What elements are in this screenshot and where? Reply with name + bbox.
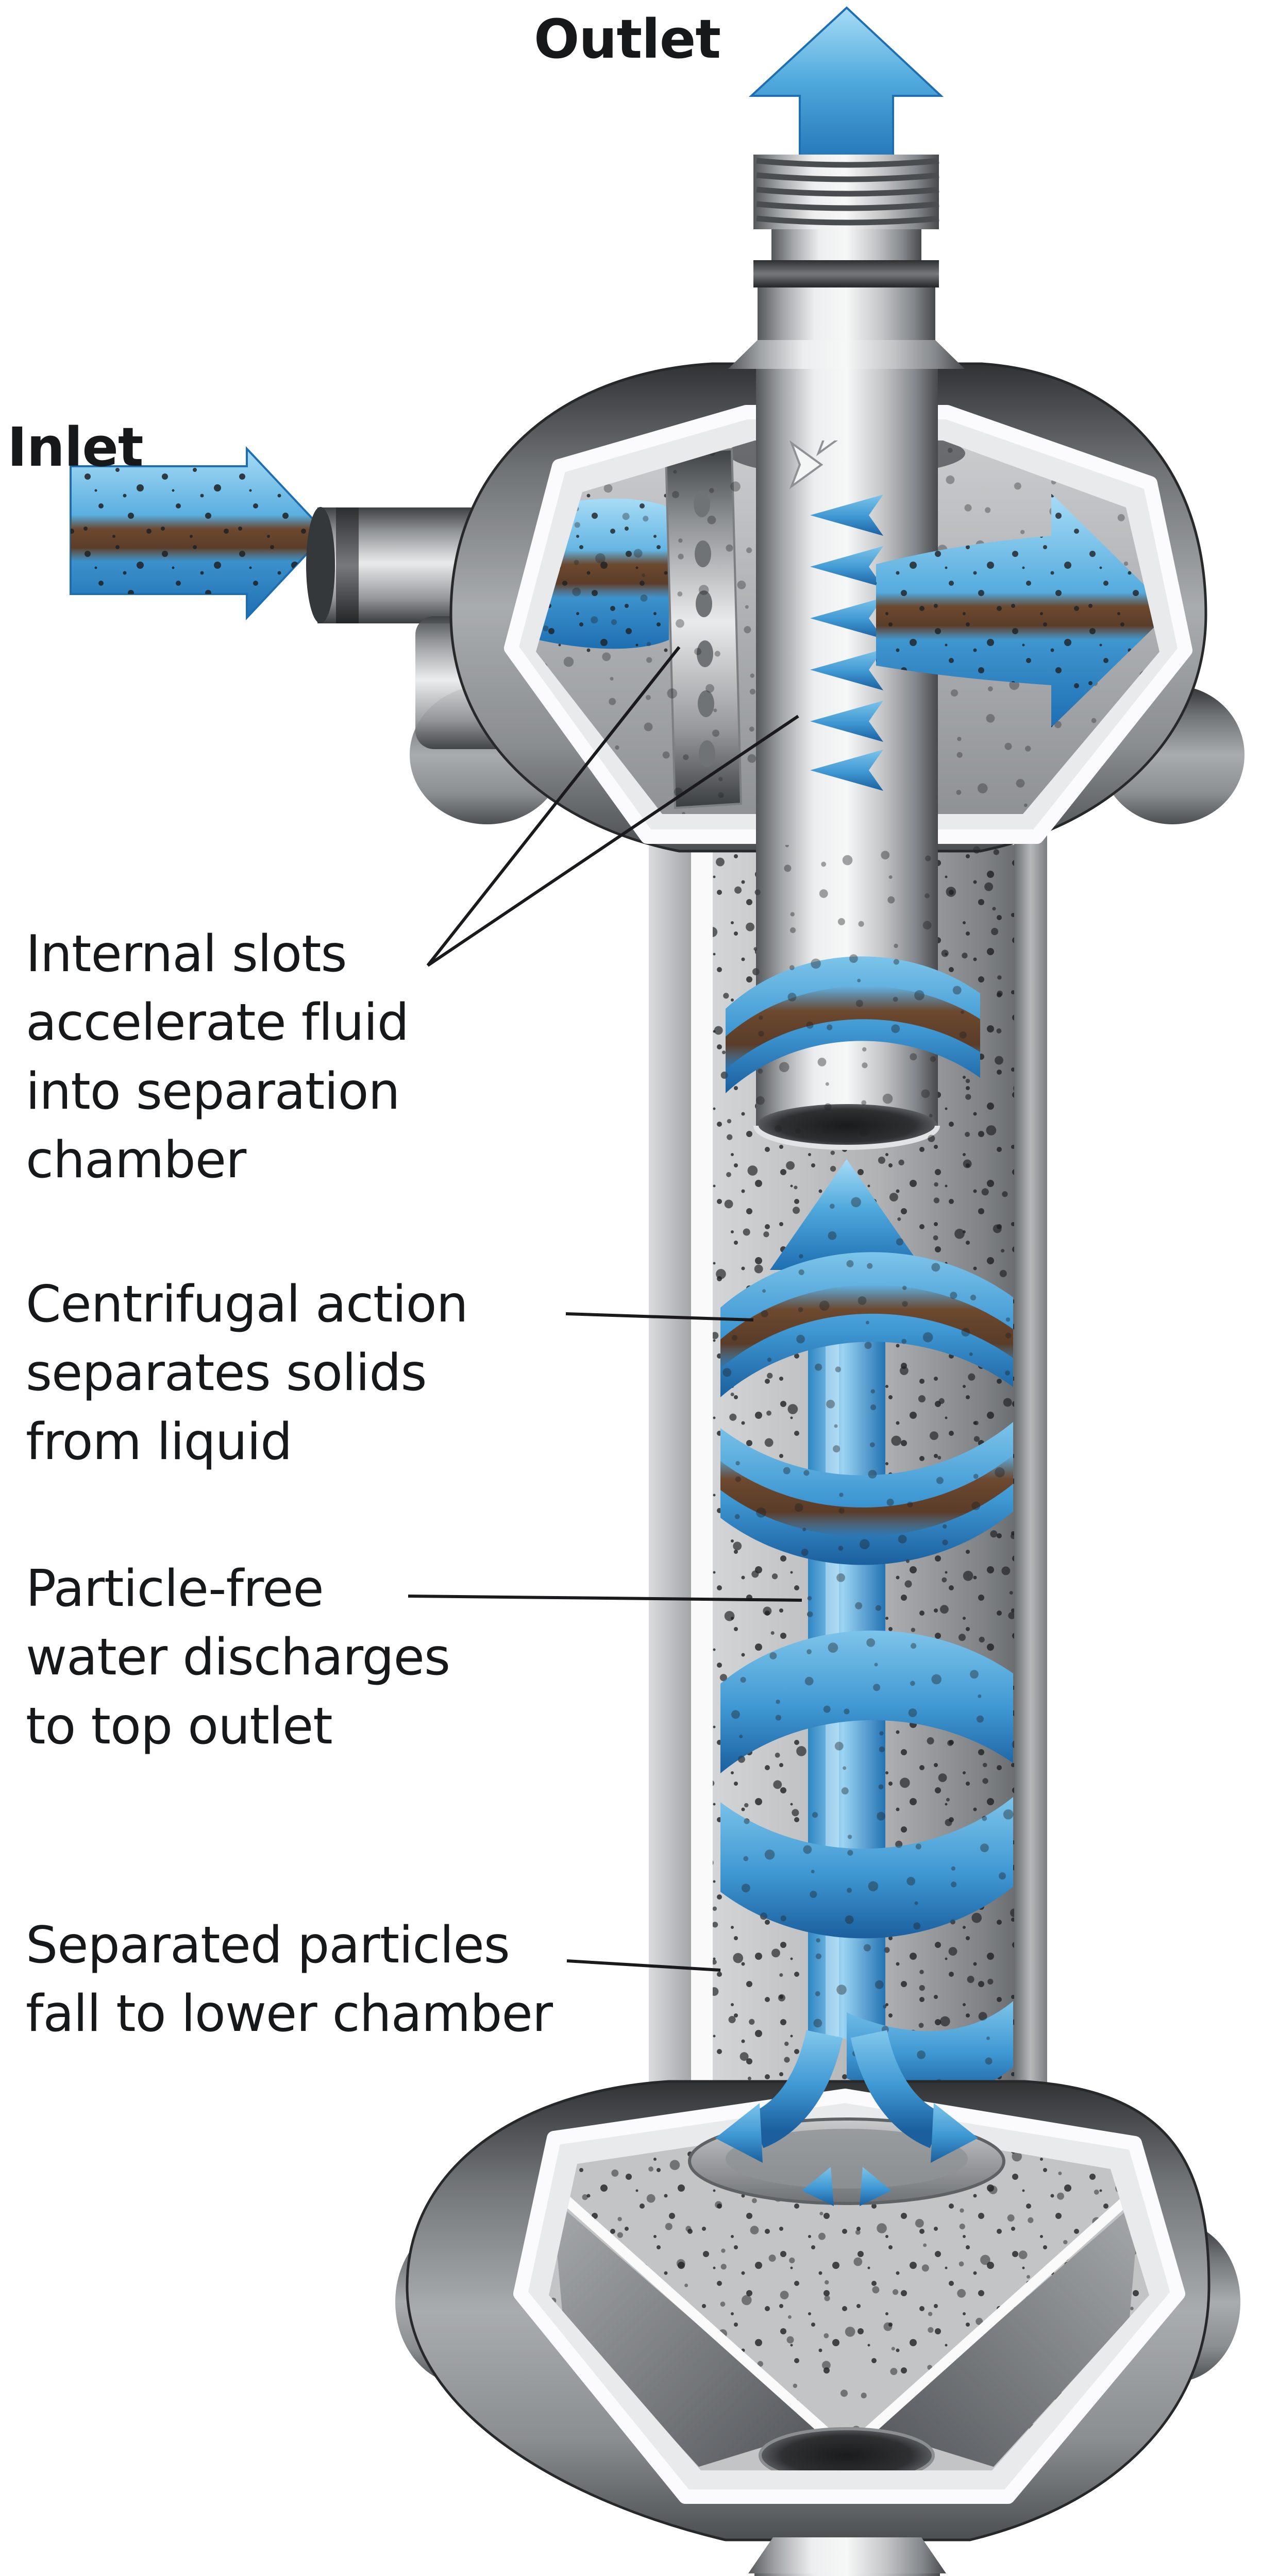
flow-start-arrow xyxy=(789,440,823,489)
purge-opening xyxy=(759,2427,935,2470)
outlet-arrow xyxy=(748,6,944,174)
internal-slot-arrows xyxy=(810,495,883,791)
label-particle-free: Particle-free water discharges to top ou… xyxy=(26,1560,450,1756)
leader-line-centrifugal xyxy=(565,1312,754,1321)
lower-chamber xyxy=(395,2080,1240,2541)
label-separated-particles: Separated particles fall to lower chambe… xyxy=(26,1916,553,2044)
label-internal-slots: Internal slots accelerate fluid into sep… xyxy=(26,925,409,1190)
leader-line-separated-particles xyxy=(566,1959,721,1972)
column-cut-edge xyxy=(691,835,716,2133)
flow-start-arrow xyxy=(816,440,850,456)
column-flow xyxy=(713,845,1014,2128)
leader-line-internal-slots-1 xyxy=(426,646,681,967)
leader-lines xyxy=(408,646,802,1972)
column-inner-wall xyxy=(1014,824,1047,2138)
label-inlet: Inlet xyxy=(7,416,144,479)
leader-line-particle-free xyxy=(408,1595,802,1602)
funnel-wedge xyxy=(552,2199,819,2467)
column-speckle-overlay xyxy=(713,845,1014,2128)
purge-pipe xyxy=(748,2537,946,2576)
label-centrifugal-action: Centrifugal action separates solids from… xyxy=(26,1275,468,1471)
column-outer-wall xyxy=(649,824,691,2138)
label-outlet: Outlet xyxy=(534,8,721,71)
funnel-wedge xyxy=(874,2199,1140,2467)
leader-line-internal-slots-2 xyxy=(427,715,799,967)
outlet-threaded-fitting xyxy=(728,155,965,369)
outlet-assembly xyxy=(728,6,965,369)
split-flow-arrows xyxy=(715,2030,978,2206)
